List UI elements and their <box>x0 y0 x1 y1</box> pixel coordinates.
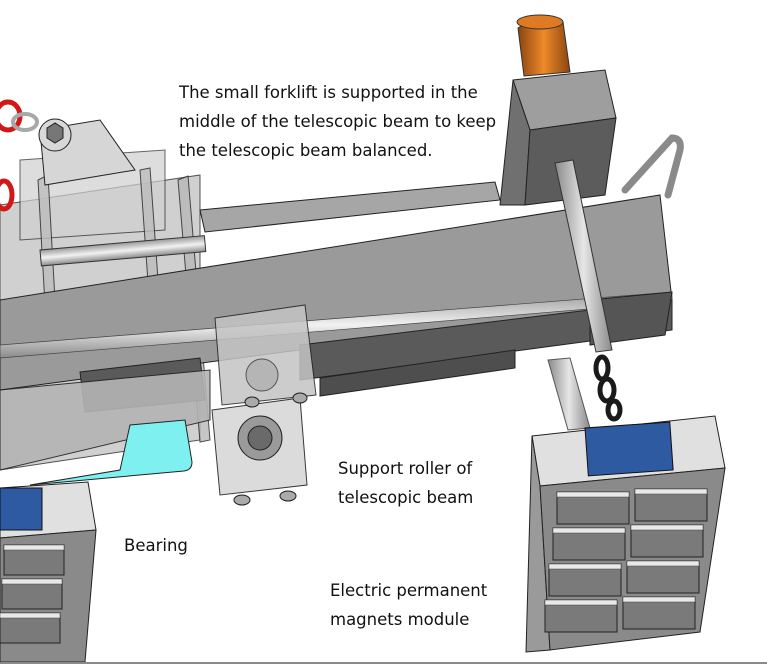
bottom-border <box>0 662 767 664</box>
magnet-pad <box>552 527 626 561</box>
chain-icon <box>593 354 623 422</box>
annotation-forklift: The small forklift is supported in the m… <box>179 78 496 165</box>
nameplate <box>0 487 43 531</box>
annotation-magnets-module: Electric permanent magnets module <box>330 576 487 634</box>
magnet-pad-edge <box>626 560 700 567</box>
annotation-line: the telescopic beam balanced. <box>179 141 433 160</box>
magnet-pad-edge <box>3 544 65 551</box>
magnet-pad-edge <box>556 491 630 498</box>
annotation-line: The small forklift is supported in the <box>179 83 478 102</box>
support-rod <box>547 357 591 431</box>
magnet-module-right <box>525 415 726 653</box>
bearing-plate <box>29 419 193 486</box>
annotation-line: middle of the telescopic beam to keep <box>179 112 497 131</box>
magnet-pad <box>548 563 622 597</box>
magnet-pad-edge <box>548 563 622 570</box>
magnet-pad <box>626 560 700 594</box>
magnet-module-left <box>0 481 97 663</box>
piston-rod <box>554 159 613 353</box>
annotation-line: Electric permanent <box>330 581 488 600</box>
annotation-line: Support roller of <box>338 459 473 478</box>
handle <box>621 134 684 199</box>
magnet-pad-edge <box>630 524 704 531</box>
magnet-pad-edge <box>552 527 626 534</box>
magnet-pad <box>634 488 708 522</box>
magnet-pad <box>630 524 704 558</box>
annotation-line: telescopic beam <box>338 488 474 507</box>
annotation-line: Bearing <box>124 536 188 555</box>
magnet-pad-edge <box>1 578 63 585</box>
magnet-pad-edge <box>544 599 618 606</box>
annotation-line: magnets module <box>330 610 470 629</box>
telescopic-beam <box>0 181 673 471</box>
magnet-pad-edge <box>622 596 696 603</box>
support-roller <box>211 304 317 506</box>
magnet-pads <box>544 488 708 633</box>
shackle-icon <box>0 99 39 212</box>
magnet-pad-edge <box>634 488 708 495</box>
annotation-support-roller: Support roller of telescopic beam <box>338 454 473 512</box>
magnet-pad-edge <box>0 612 61 619</box>
magnet-pads <box>0 544 65 644</box>
nameplate <box>584 421 674 477</box>
annotation-bearing: Bearing <box>124 531 188 560</box>
mast-cylinder <box>499 14 617 206</box>
magnet-pad <box>556 491 630 525</box>
